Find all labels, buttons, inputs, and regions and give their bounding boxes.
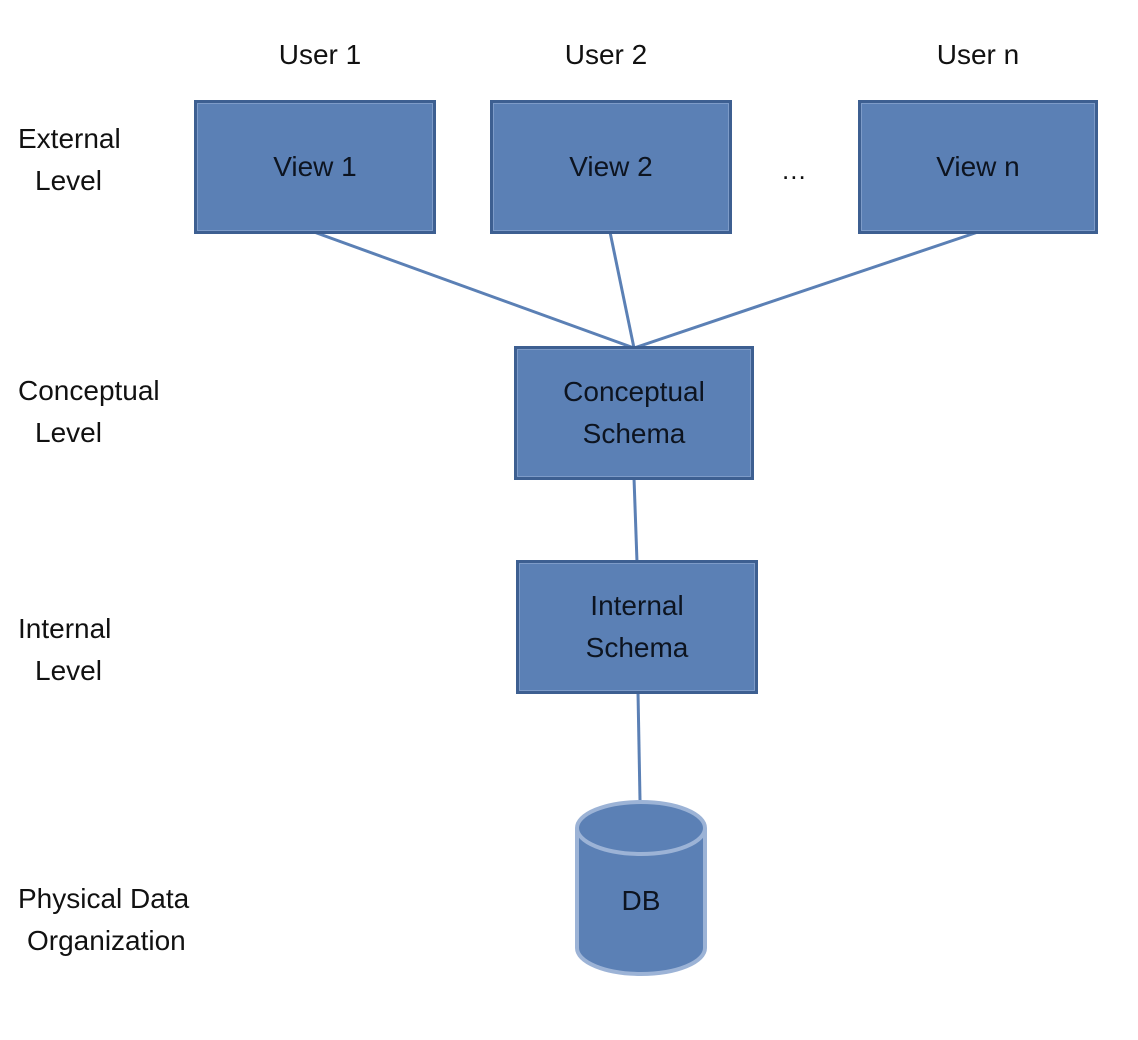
connector-viewn-conceptual [633, 230, 979, 350]
external-level-line1: External [18, 123, 121, 154]
internal-level-line1: Internal [18, 613, 112, 644]
connector-view1-conceptual [313, 230, 635, 350]
physical-level-line1: Physical Data [18, 883, 190, 914]
view-n-label: View n [936, 151, 1020, 182]
conceptual-level-line2: Level [35, 417, 102, 448]
connector-internal-db [636, 691, 642, 801]
internal-level-line2: Level [35, 655, 102, 686]
internal-schema-line1: Internal [590, 590, 684, 621]
conceptual-schema-line1: Conceptual [563, 376, 705, 407]
internal-level-label: Internal Level [18, 608, 111, 692]
internal-schema-box: Internal Schema [516, 560, 758, 694]
physical-level-line2: Organization [27, 925, 186, 956]
conceptual-schema-box: Conceptual Schema [514, 346, 754, 480]
more-views-ellipsis: ... [782, 155, 807, 185]
view-2-box: View 2 [490, 100, 732, 234]
physical-level-label: Physical Data Organization [18, 878, 189, 962]
user-2-label: User 2 [564, 39, 648, 70]
database-cylinder-icon [575, 800, 707, 976]
internal-schema-line2: Schema [585, 632, 689, 663]
connector-conceptual-internal [632, 477, 639, 563]
view-1-label: View 1 [273, 151, 357, 182]
conceptual-level-label: Conceptual Level [18, 370, 160, 454]
view-n-box: View n [858, 100, 1098, 234]
conceptual-schema-line2: Schema [582, 418, 686, 449]
connector-view2-conceptual [608, 231, 636, 349]
user-1-label: User 1 [278, 39, 362, 70]
user-n-label: User n [936, 39, 1020, 70]
external-level-line2: Level [35, 165, 102, 196]
view-1-box: View 1 [194, 100, 436, 234]
database-label: DB [621, 885, 661, 916]
view-2-label: View 2 [569, 151, 653, 182]
external-level-label: External Level [18, 118, 121, 202]
conceptual-level-line1: Conceptual [18, 375, 160, 406]
